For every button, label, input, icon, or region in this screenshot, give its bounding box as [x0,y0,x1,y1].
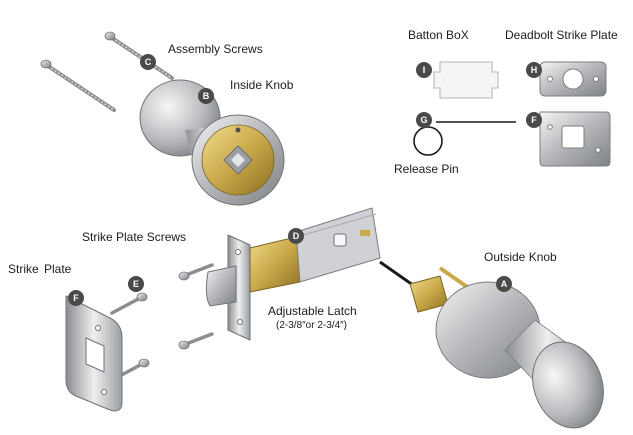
label-plate: Plate [44,262,72,276]
label-inside-knob: Inside Knob [230,78,294,92]
badge-e: E [128,276,144,292]
badge-g: G [416,112,432,128]
label-strike-plate-screws: Strike Plate Screws [82,230,187,244]
batton-box-part [433,61,499,99]
label-release-pin: Release Pin [394,162,459,176]
assembly-screw-long [40,59,116,112]
strike-plate-right-part [539,111,611,167]
badge-c: C [140,54,156,70]
release-pin-part [413,121,516,156]
badge-f-strike-plate: F [526,112,542,128]
badge-h: H [526,62,542,78]
adjustable-latch-part [205,207,381,341]
assembly-screw-short [104,31,174,80]
badge-b: B [198,88,214,104]
label-outside-knob: Outside Knob [484,250,557,264]
strike-plate-screw-top [178,263,214,281]
strike-screw-upper [110,292,148,315]
outside-knob [379,260,604,429]
strike-plate-screw-bottom [178,332,214,350]
badge-a: A [496,276,512,292]
label-batton-box: Batton BoX [408,28,469,42]
badge-f-plate: F [68,290,84,306]
label-strike: Strike [8,262,39,276]
label-adjustable-latch-sizes: (2-3/8″or 2-3/4″) [276,320,347,331]
badge-i: I [416,62,432,78]
deadbolt-strike-plate-part [539,61,607,97]
label-adjustable-latch: Adjustable Latch [268,304,357,318]
label-deadbolt-strike-plate: Deadbolt Strike Plate [505,28,618,42]
label-assembly-screws: Assembly Screws [168,42,263,56]
strike-plate-left-part [65,295,123,412]
badge-d: D [288,228,304,244]
